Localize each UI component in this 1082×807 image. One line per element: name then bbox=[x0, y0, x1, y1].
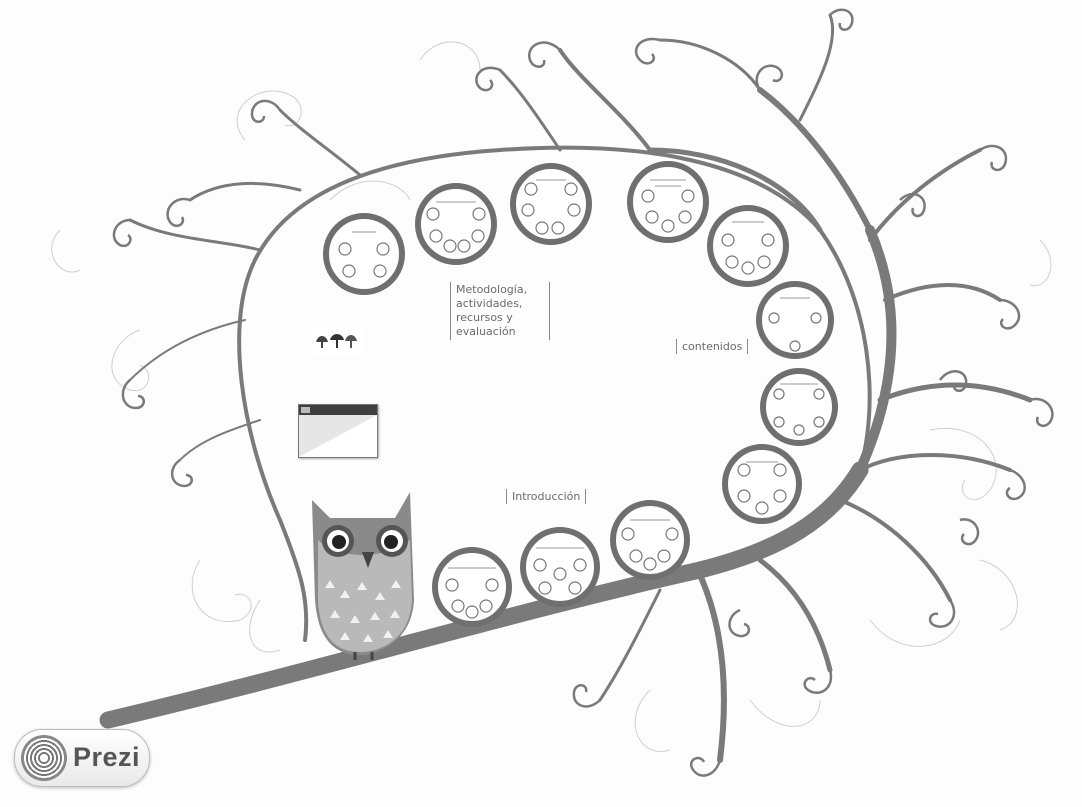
photo-thumbnail[interactable] bbox=[312, 326, 362, 356]
logo-icon bbox=[301, 407, 310, 413]
circle-frame-3 bbox=[513, 166, 589, 242]
circle-frame-2 bbox=[418, 186, 494, 262]
curl-ornaments bbox=[114, 10, 1053, 776]
prezi-label: Prezi bbox=[73, 742, 140, 773]
frame-label-introduccion[interactable]: Introducción bbox=[506, 490, 586, 504]
owl-illustration bbox=[312, 492, 414, 660]
prezi-badge[interactable]: Prezi bbox=[14, 729, 150, 787]
document-thumbnail[interactable] bbox=[298, 404, 378, 458]
circle-frame-1 bbox=[326, 216, 402, 292]
frame-label-metodologia[interactable]: Metodología, actividades, recursos y eva… bbox=[450, 282, 550, 340]
prezi-logo-icon bbox=[21, 735, 67, 781]
trees-image bbox=[312, 326, 362, 356]
document-header-bar bbox=[299, 405, 377, 415]
tree-illustration bbox=[108, 15, 1030, 760]
frame-label-contenidos[interactable]: contenidos bbox=[676, 340, 748, 354]
document-background-shape bbox=[299, 415, 377, 457]
